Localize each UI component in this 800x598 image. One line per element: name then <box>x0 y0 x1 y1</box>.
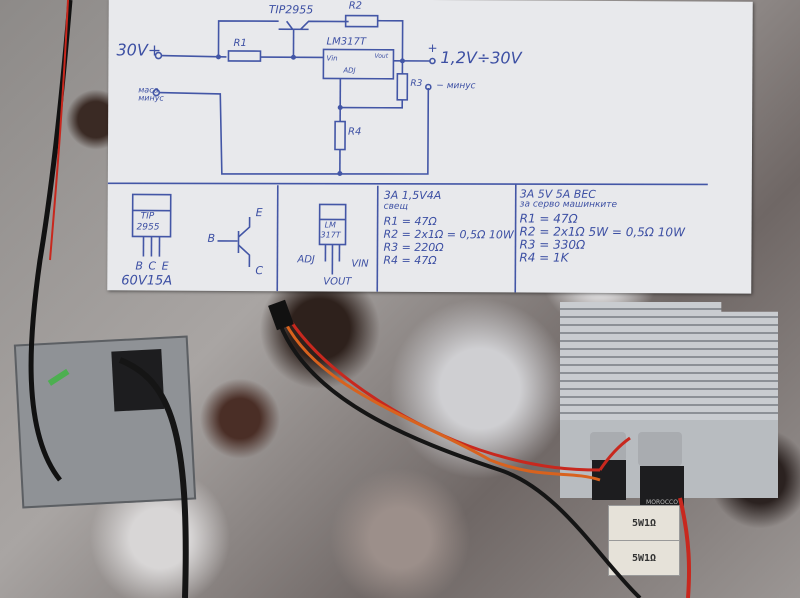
black-wire <box>28 0 73 482</box>
transistor-collector <box>300 20 349 30</box>
input-terminal <box>154 51 163 60</box>
wire <box>161 54 227 58</box>
cement-resistor: 5W1Ω <box>608 540 680 576</box>
symbol-emitter <box>237 217 251 238</box>
wire <box>217 20 279 57</box>
transistor-emitter <box>286 20 294 30</box>
divider <box>276 185 279 292</box>
black-wire-left <box>118 357 189 598</box>
ground-wire <box>159 87 430 175</box>
servo-connector <box>268 299 294 331</box>
schematic-paper: 30V+ маса минус TIP2955 R1 R2 LM317T Vin… <box>107 0 753 294</box>
divider <box>107 182 708 186</box>
red-wire-heatsink <box>598 436 631 471</box>
resistor-r1 <box>227 50 262 62</box>
wire <box>340 99 404 109</box>
divider <box>376 185 379 292</box>
divider <box>514 184 517 293</box>
servo-red-wire <box>288 319 601 472</box>
junction <box>337 171 343 177</box>
red-wire-bottom <box>678 497 692 598</box>
servo-orange-wire <box>283 321 601 482</box>
junction <box>290 54 296 60</box>
symbol-collector <box>237 244 251 268</box>
output-plus-terminal <box>429 57 436 65</box>
junction <box>215 54 221 60</box>
power-transistor: MOROCCO <box>640 466 684 506</box>
servo-black-wire <box>278 323 642 598</box>
output-minus-terminal <box>425 83 432 91</box>
wire <box>377 19 404 61</box>
regulator-lm317 <box>322 48 395 80</box>
red-wire <box>49 0 69 261</box>
schematic-drawing <box>107 14 708 293</box>
transistor-tab <box>638 432 682 466</box>
